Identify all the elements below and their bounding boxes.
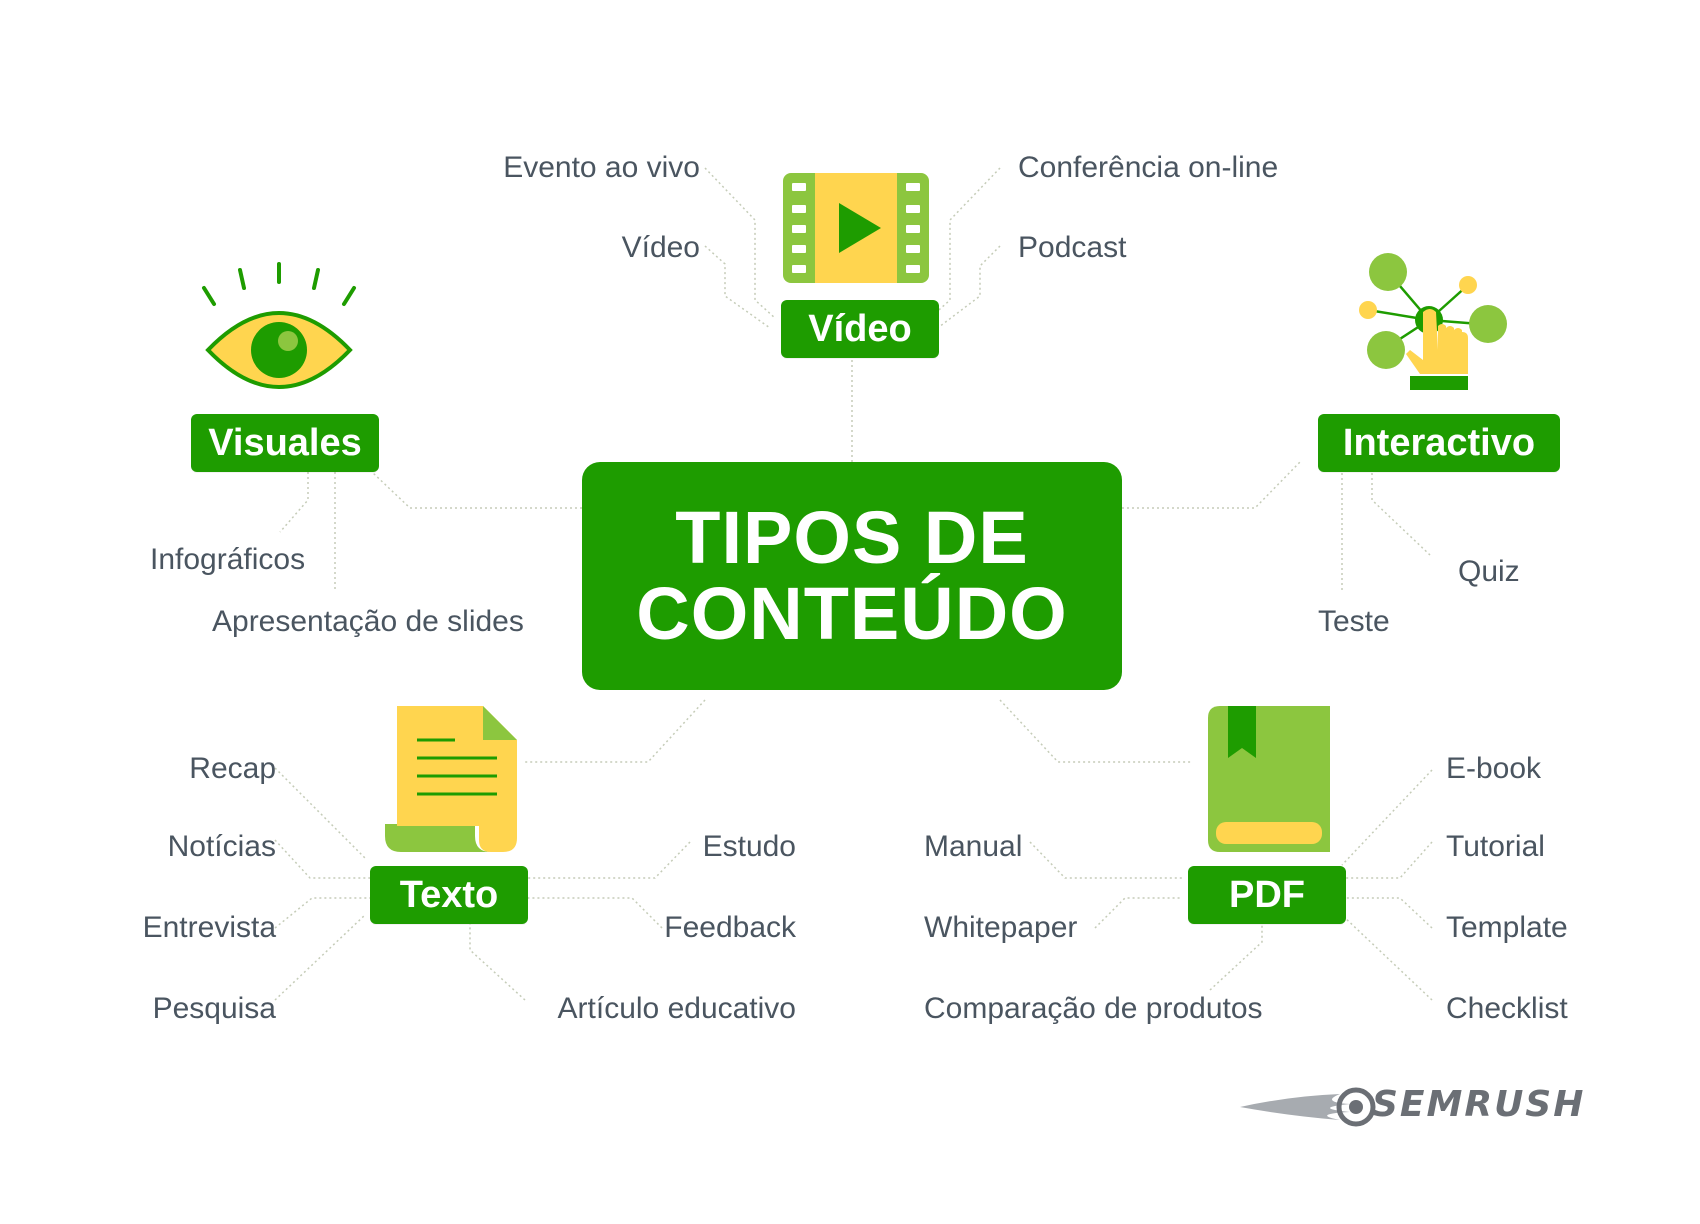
center-title-line2: CONTEÚDO [636, 572, 1068, 655]
item-recap: Recap [189, 752, 276, 785]
item-infograficos: Infográficos [150, 543, 306, 576]
connector-texto-entrevista [274, 897, 370, 929]
connector-video-evento [704, 167, 776, 319]
item-checklist: Checklist [1446, 992, 1568, 1025]
document-icon [385, 706, 517, 852]
item-conferencia-online: Conferência on-line [1018, 151, 1279, 184]
connector-interactivo-quiz [1371, 468, 1431, 556]
connector-pdf-whitepaper [1094, 897, 1182, 929]
touch-network-icon [1359, 253, 1507, 390]
center-title-box: TIPOS DE CONTEÚDO [582, 462, 1122, 690]
connector-pdf-template [1342, 897, 1433, 929]
comet-logo-icon [1240, 1087, 1376, 1127]
connector-pdf-comparacao [1209, 918, 1263, 991]
eye-icon [202, 262, 356, 389]
category-texto-label: Texto [399, 873, 499, 916]
item-tutorial: Tutorial [1446, 830, 1545, 863]
item-podcast: Podcast [1018, 231, 1127, 264]
connector-pdf-tutorial [1342, 841, 1433, 879]
item-video: Vídeo [621, 231, 700, 264]
connector-center-visuales [371, 471, 582, 509]
item-quiz: Quiz [1458, 555, 1520, 588]
category-pdf: PDF [1188, 866, 1346, 924]
item-feedback: Feedback [664, 911, 796, 944]
connector-video-conferencia [929, 167, 1001, 319]
center-title-line1: TIPOS DE [675, 496, 1029, 579]
category-interactivo-label: Interactivo [1342, 421, 1536, 464]
item-noticias: Notícias [167, 830, 276, 863]
connector-center-pdf [999, 699, 1192, 763]
item-entrevista: Entrevista [142, 911, 276, 944]
item-teste: Teste [1318, 605, 1390, 638]
item-ebook: E-book [1446, 752, 1542, 785]
item-evento-ao-vivo: Evento ao vivo [503, 151, 700, 184]
category-visuales: Visuales [191, 414, 379, 472]
book-icon [1208, 706, 1330, 852]
connector-pdf-manual [1029, 841, 1182, 879]
connector-texto-recap [274, 767, 366, 859]
item-apresentacao-slides: Apresentação de slides [212, 605, 524, 638]
category-texto: Texto [370, 866, 528, 924]
item-manual: Manual [924, 830, 1023, 863]
connector-texto-pesquisa [274, 914, 366, 1001]
connector-pdf-ebook [1341, 769, 1433, 866]
item-pesquisa: Pesquisa [152, 992, 276, 1025]
category-video-label: Vídeo [808, 307, 912, 350]
item-estudo: Estudo [702, 830, 796, 863]
connector-pdf-checklist [1341, 914, 1433, 1001]
connector-texto-estudo [525, 841, 691, 879]
connector-texto-feedback [525, 897, 663, 929]
connector-visuales-infograficos [279, 472, 309, 533]
connector-texto-artigo [469, 918, 526, 1001]
connector-texto-noticias [274, 839, 370, 879]
connector-video-podcast [934, 245, 1001, 331]
category-interactivo: Interactivo [1318, 414, 1560, 472]
connector-video-video [704, 245, 771, 329]
category-pdf-label: PDF [1229, 873, 1305, 916]
category-video: Vídeo [781, 300, 939, 358]
connector-center-texto [525, 699, 706, 763]
item-articulo-educativo: Artículo educativo [557, 992, 796, 1025]
film-play-icon [783, 173, 929, 283]
connector-center-interactivo [1122, 461, 1301, 509]
category-visuales-label: Visuales [208, 421, 362, 464]
item-template: Template [1446, 911, 1568, 944]
item-comparacao-produtos: Comparação de produtos [924, 992, 1263, 1025]
item-whitepaper: Whitepaper [924, 911, 1078, 944]
brand-wordmark: SEMRUSH [1372, 1084, 1586, 1125]
